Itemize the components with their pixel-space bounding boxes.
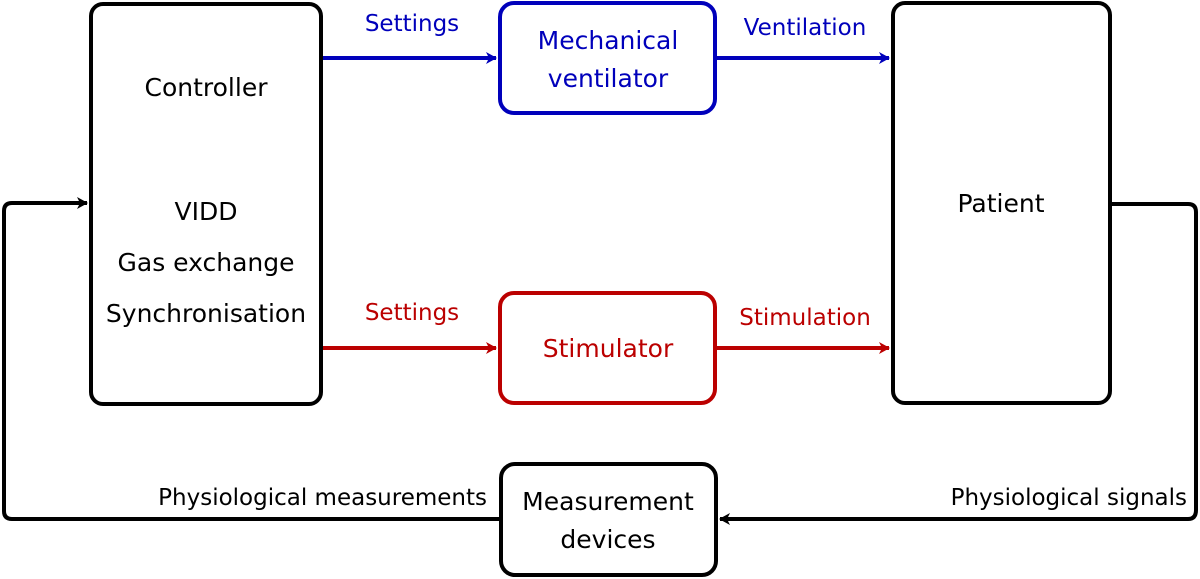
label-physiological-signals: Physiological signals (951, 485, 1187, 511)
label-stimulation: Stimulation (739, 305, 871, 331)
patient-title: Patient (957, 189, 1044, 218)
controller-line-vidd: VIDD (175, 197, 238, 226)
edge-settings-ventilator: Settings (323, 11, 497, 64)
edge-ventilation: Ventilation (716, 15, 890, 64)
stimulator-title: Stimulator (543, 334, 674, 363)
stimulator-node: Stimulator (498, 291, 717, 405)
arrow-physiological-signals (719, 202, 1198, 525)
controller-line-gas-exchange: Gas exchange (118, 248, 295, 277)
label-settings-stimulator: Settings (365, 300, 459, 326)
edge-settings-stimulator: Settings (323, 300, 497, 354)
ventilator-line-2: ventilator (548, 64, 669, 93)
controller-line-synchronisation: Synchronisation (106, 299, 306, 328)
edge-stimulation: Stimulation (716, 305, 890, 354)
measurement-node: Measurement devices (499, 462, 718, 577)
measurement-line-1: Measurement (522, 487, 694, 516)
label-ventilation: Ventilation (744, 15, 867, 41)
arrow-physiological-measurements (2, 197, 500, 521)
ventilator-line-1: Mechanical (538, 26, 679, 55)
controller-title: Controller (145, 73, 269, 102)
label-settings-ventilator: Settings (365, 11, 459, 37)
edge-physiological-signals: Physiological signals (719, 202, 1198, 525)
edge-physiological-measurements: Physiological measurements (2, 197, 500, 521)
patient-node: Patient (891, 1, 1112, 405)
label-physiological-measurements: Physiological measurements (158, 485, 487, 511)
ventilator-node: Mechanical ventilator (498, 1, 717, 115)
measurement-line-2: devices (560, 525, 655, 554)
controller-node: Controller VIDD Gas exchange Synchronisa… (89, 2, 323, 406)
